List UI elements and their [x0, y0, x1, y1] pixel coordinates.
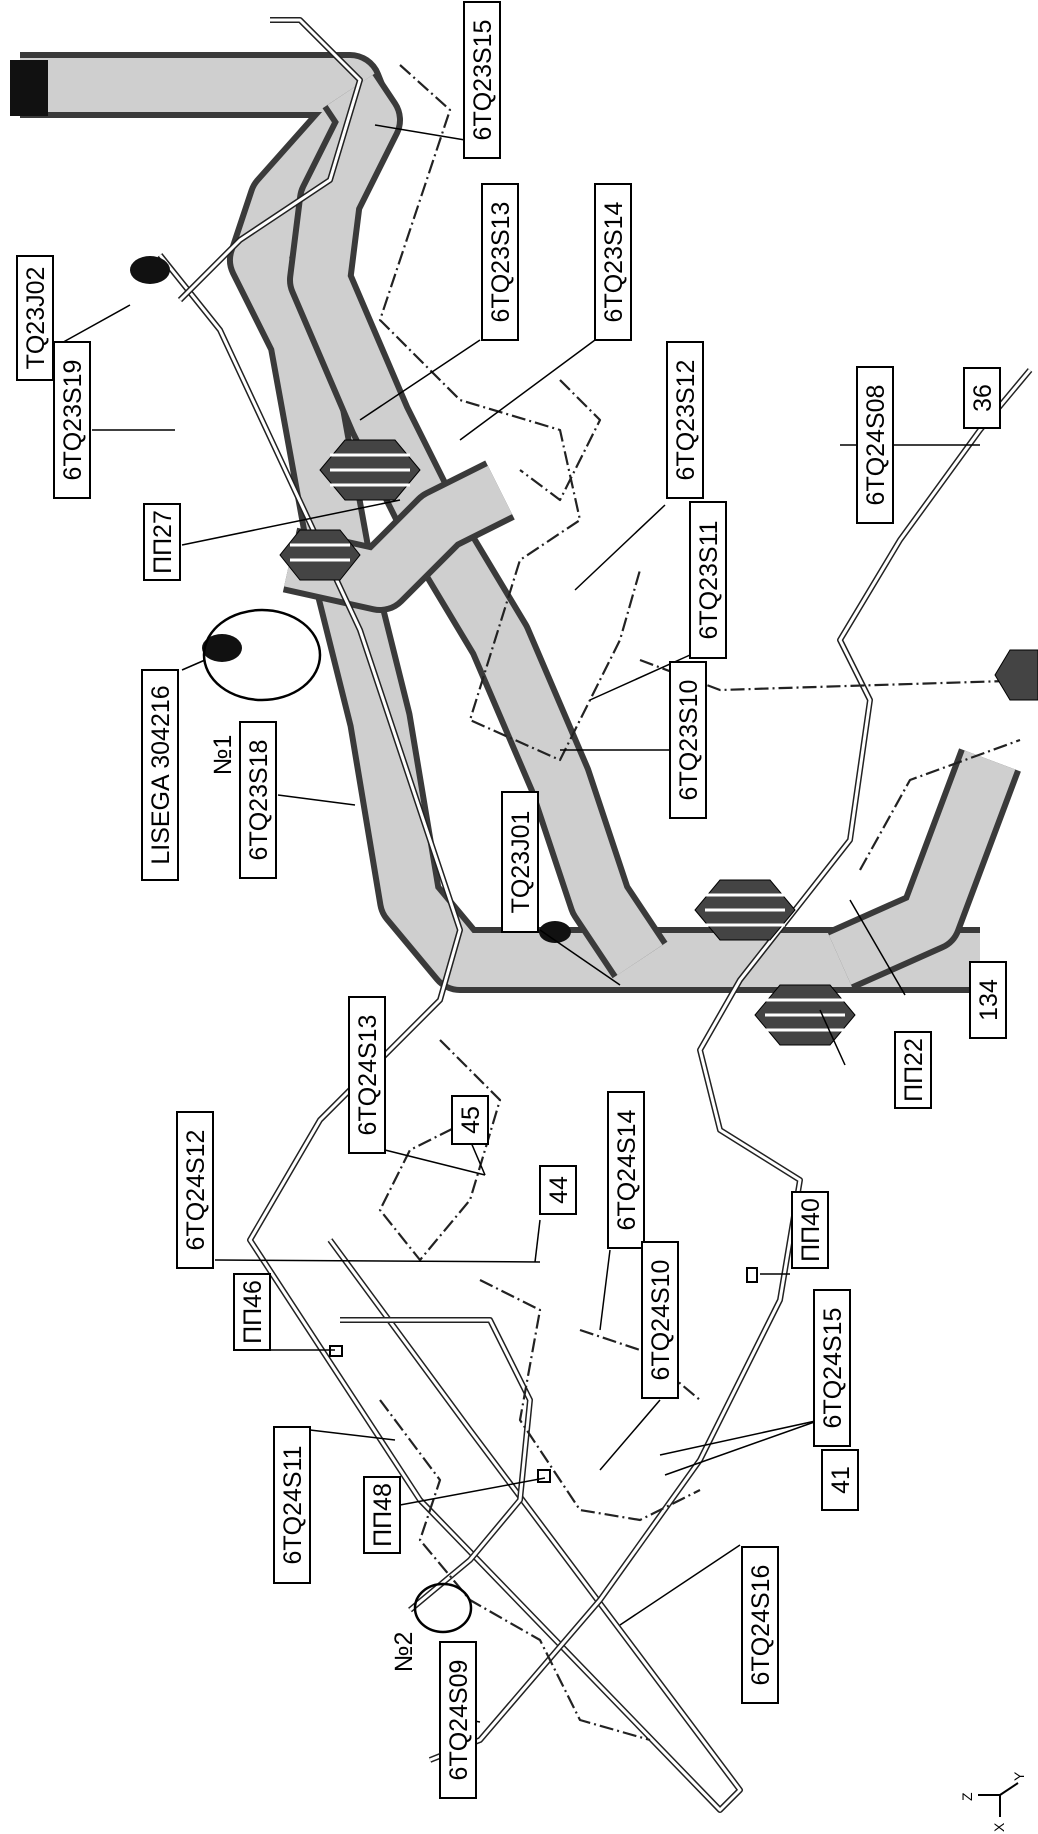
label-41: 41 [827, 1466, 855, 1494]
label-6tq24s12: 6TQ24S12 [182, 1130, 210, 1251]
label-6tq23s13: 6TQ23S13 [487, 202, 515, 323]
label-tq23j02: TQ23J02 [22, 267, 50, 370]
label-6tq24s15: 6TQ24S15 [819, 1308, 847, 1429]
valve-handle-lisega [202, 634, 242, 662]
callout-circle-no1 [202, 608, 322, 702]
spring-hanger-6tq23s13 [319, 439, 421, 501]
label-6tq23s15: 6TQ23S15 [469, 20, 497, 141]
label-pp40: ПП40 [797, 1198, 825, 1262]
marker-pp40 [746, 1267, 758, 1283]
label-45: 45 [457, 1106, 485, 1134]
axis-z-label: Z [959, 1792, 975, 1801]
label-6tq23s11: 6TQ23S11 [695, 520, 723, 639]
label-44: 44 [545, 1176, 573, 1204]
label-6tq23s19: 6TQ23S19 [59, 360, 87, 481]
axis-y-label: Y [1011, 1771, 1027, 1781]
valve-handle-top [130, 256, 170, 284]
label-pp46: ПП46 [239, 1280, 267, 1344]
valve-handle-tq23j01 [539, 921, 571, 943]
label-6tq24s14: 6TQ24S14 [613, 1109, 641, 1230]
label-no1: №1 [209, 735, 237, 776]
spring-hanger-pp22-lower [754, 984, 856, 1046]
spring-hangers [279, 439, 1038, 1046]
label-6tq24s08: 6TQ24S08 [862, 385, 890, 506]
callout-labels: TQ23J02 6TQ23S19 ПП27 LISEGA 304216 №1 6… [16, 1, 1007, 1799]
callout-circle-no2 [413, 1582, 473, 1634]
label-6tq24s10: 6TQ24S10 [647, 1260, 675, 1381]
label-no2: №2 [390, 1632, 418, 1673]
axis-x-label: X [991, 1822, 1007, 1832]
label-134: 134 [975, 979, 1003, 1021]
small-bore-pipes [157, 17, 1033, 1813]
marker-pp48 [537, 1469, 551, 1483]
marker-pp46 [329, 1345, 343, 1357]
spring-hanger-pp27 [279, 529, 361, 581]
label-6tq23s18: 6TQ23S18 [245, 740, 273, 861]
label-pp48: ПП48 [369, 1483, 397, 1547]
spring-hanger-pp22-upper [694, 879, 796, 941]
label-6tq24s13: 6TQ24S13 [354, 1015, 382, 1136]
pipe-end-flange [10, 60, 48, 116]
label-6tq24s16: 6TQ24S16 [747, 1565, 775, 1686]
axis-triad: Z Y X [959, 1771, 1027, 1832]
label-36: 36 [969, 384, 997, 412]
label-pp22: ПП22 [900, 1038, 928, 1102]
label-6tq23s10: 6TQ23S10 [675, 680, 703, 801]
label-6tq23s14: 6TQ23S14 [600, 201, 628, 322]
leader-lines [57, 124, 980, 1723]
label-lisega-304216: LISEGA 304216 [147, 685, 175, 864]
spring-hanger-right [994, 649, 1038, 701]
label-tq23j01: TQ23J01 [507, 811, 535, 914]
label-6tq23s12: 6TQ23S12 [672, 360, 700, 481]
label-6tq24s09: 6TQ24S09 [445, 1660, 473, 1781]
label-pp27: ПП27 [149, 510, 177, 574]
label-6tq24s11: 6TQ24S11 [279, 1445, 307, 1564]
